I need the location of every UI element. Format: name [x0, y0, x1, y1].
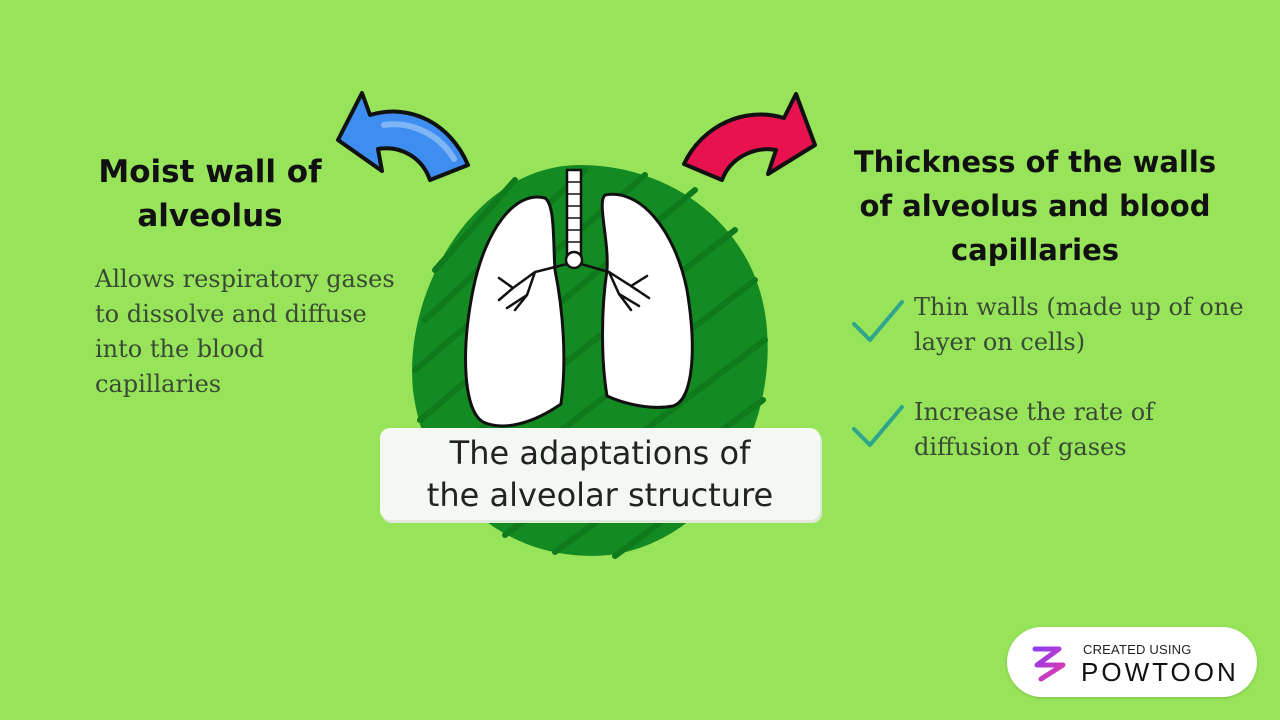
curved-arrow-right-icon	[682, 92, 817, 182]
caption-line: The adaptations of	[449, 434, 751, 472]
right-heading-line: of alveolus and blood	[859, 189, 1211, 223]
caption-text: The adaptations of the alveolar structur…	[390, 432, 810, 516]
caption-line: the alveolar structure	[426, 476, 774, 514]
right-heading-line: Thickness of the walls	[853, 145, 1217, 179]
left-heading: Moist wall of alveolus	[80, 150, 340, 238]
check-icon	[852, 300, 904, 342]
left-heading-line: Moist wall of	[98, 154, 322, 190]
powtoon-badge[interactable]: CREATED USING POWTOON	[1007, 627, 1257, 697]
left-heading-line: alveolus	[137, 198, 283, 234]
curved-arrow-left-icon	[336, 91, 470, 182]
right-lung	[579, 192, 694, 409]
point-text: Thin walls (made up of one layer on cell…	[914, 293, 1244, 356]
caption-box: The adaptations of the alveolar structur…	[380, 428, 820, 520]
trachea	[564, 168, 584, 270]
badge-small-text: CREATED USING	[1083, 642, 1192, 657]
powtoon-logo-icon	[1032, 646, 1066, 682]
left-description: Allows respiratory gases to dissolve and…	[95, 265, 395, 398]
check-icon	[852, 405, 904, 447]
point-text: Increase the rate of diffusion of gases	[914, 398, 1155, 461]
point-item: Increase the rate of diffusion of gases	[850, 395, 1270, 465]
point-item: Thin walls (made up of one layer on cell…	[850, 290, 1270, 360]
right-heading-line: capillaries	[950, 233, 1120, 267]
right-heading: Thickness of the walls of alveolus and b…	[835, 140, 1235, 272]
left-lung	[464, 195, 569, 428]
badge-brand-text: POWTOON	[1081, 657, 1239, 687]
